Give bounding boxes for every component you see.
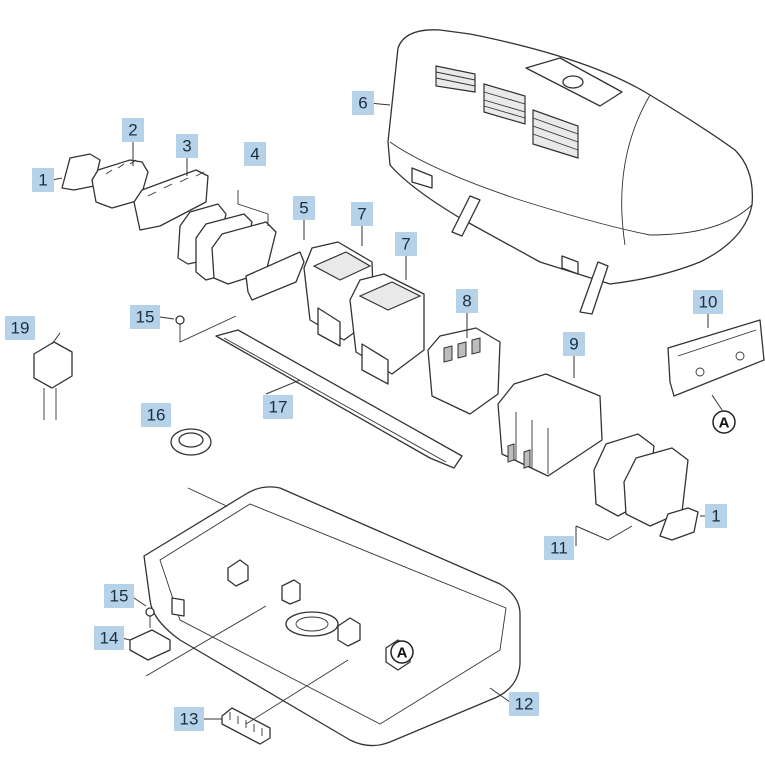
- part-14-clamp: [129, 605, 267, 677]
- callout-number: 3: [182, 137, 191, 156]
- part-13-terminal-strip: [221, 659, 349, 745]
- callout-number: 12: [515, 695, 534, 714]
- part-2-terminal-block: [91, 159, 149, 209]
- callout-15-lower: 15: [104, 584, 134, 608]
- callout-10: 10: [693, 290, 723, 314]
- part-1-end-cap: [61, 153, 101, 191]
- callout-7-b: 7: [395, 232, 417, 256]
- callout-8: 8: [456, 289, 478, 313]
- part-6-cover: [387, 29, 754, 315]
- callout-6: 6: [352, 91, 374, 115]
- callout-16: 16: [141, 403, 171, 427]
- callout-12: 12: [509, 692, 539, 716]
- callout-number: 1: [711, 507, 720, 526]
- callout-3: 3: [176, 134, 198, 158]
- part-12-base-enclosure: [143, 486, 521, 747]
- callout-number: 17: [269, 398, 288, 417]
- callout-2: 2: [122, 118, 144, 142]
- part-3-terminal-block: [133, 169, 209, 231]
- callout-number: 5: [299, 199, 308, 218]
- callout-number: 14: [100, 629, 119, 648]
- callout-number: 8: [462, 292, 471, 311]
- part-15-screw-lower: [145, 607, 155, 628]
- callout-number: 10: [699, 293, 718, 312]
- callout-number: 7: [357, 205, 366, 224]
- reference-label: A: [397, 645, 408, 662]
- callout-14: 14: [94, 626, 124, 650]
- reference-circle-a-base: A: [390, 640, 414, 664]
- callout-11: 11: [544, 536, 574, 560]
- callout-1-top: 1: [32, 168, 54, 192]
- part-7-contactor-b: [349, 273, 425, 385]
- callout-number: 6: [358, 94, 367, 113]
- reference-label: A: [719, 415, 730, 432]
- callout-5: 5: [293, 196, 315, 220]
- callout-9: 9: [563, 332, 585, 356]
- callout-15-upper: 15: [130, 305, 160, 329]
- callout-number: 15: [110, 587, 129, 606]
- callout-7-a: 7: [351, 202, 373, 226]
- callout-number: 19: [11, 319, 30, 338]
- part-1-end-cap-right: [659, 507, 699, 541]
- callout-number: 16: [147, 406, 166, 425]
- callout-number: 2: [128, 121, 137, 140]
- part-8-relay: [427, 327, 501, 415]
- callout-17: 17: [263, 395, 293, 419]
- callout-13: 13: [174, 707, 204, 731]
- part-15-screw: [175, 315, 237, 343]
- callout-4: 4: [244, 142, 266, 166]
- part-17-din-rail: [215, 329, 463, 469]
- part-5-plate: [245, 251, 305, 301]
- callout-number: 1: [38, 171, 47, 190]
- leader-lines: [51, 102, 723, 720]
- callout-number: 7: [401, 235, 410, 254]
- part-19-capacitor: [33, 341, 73, 420]
- part-9-breaker: [497, 373, 603, 477]
- callout-1-right: 1: [705, 504, 727, 528]
- part-10-terminal-board: [667, 319, 765, 397]
- callout-number: 4: [250, 145, 259, 164]
- reference-circle-a-right: A: [712, 410, 736, 434]
- callout-19: 19: [5, 316, 35, 340]
- callout-number: 11: [550, 539, 568, 558]
- callout-number: 15: [136, 308, 155, 327]
- callout-number: 13: [180, 710, 199, 729]
- part-4-terminal-blocks: [177, 190, 277, 285]
- callout-number: 9: [569, 335, 578, 354]
- part-11-relay-sockets: [593, 433, 689, 527]
